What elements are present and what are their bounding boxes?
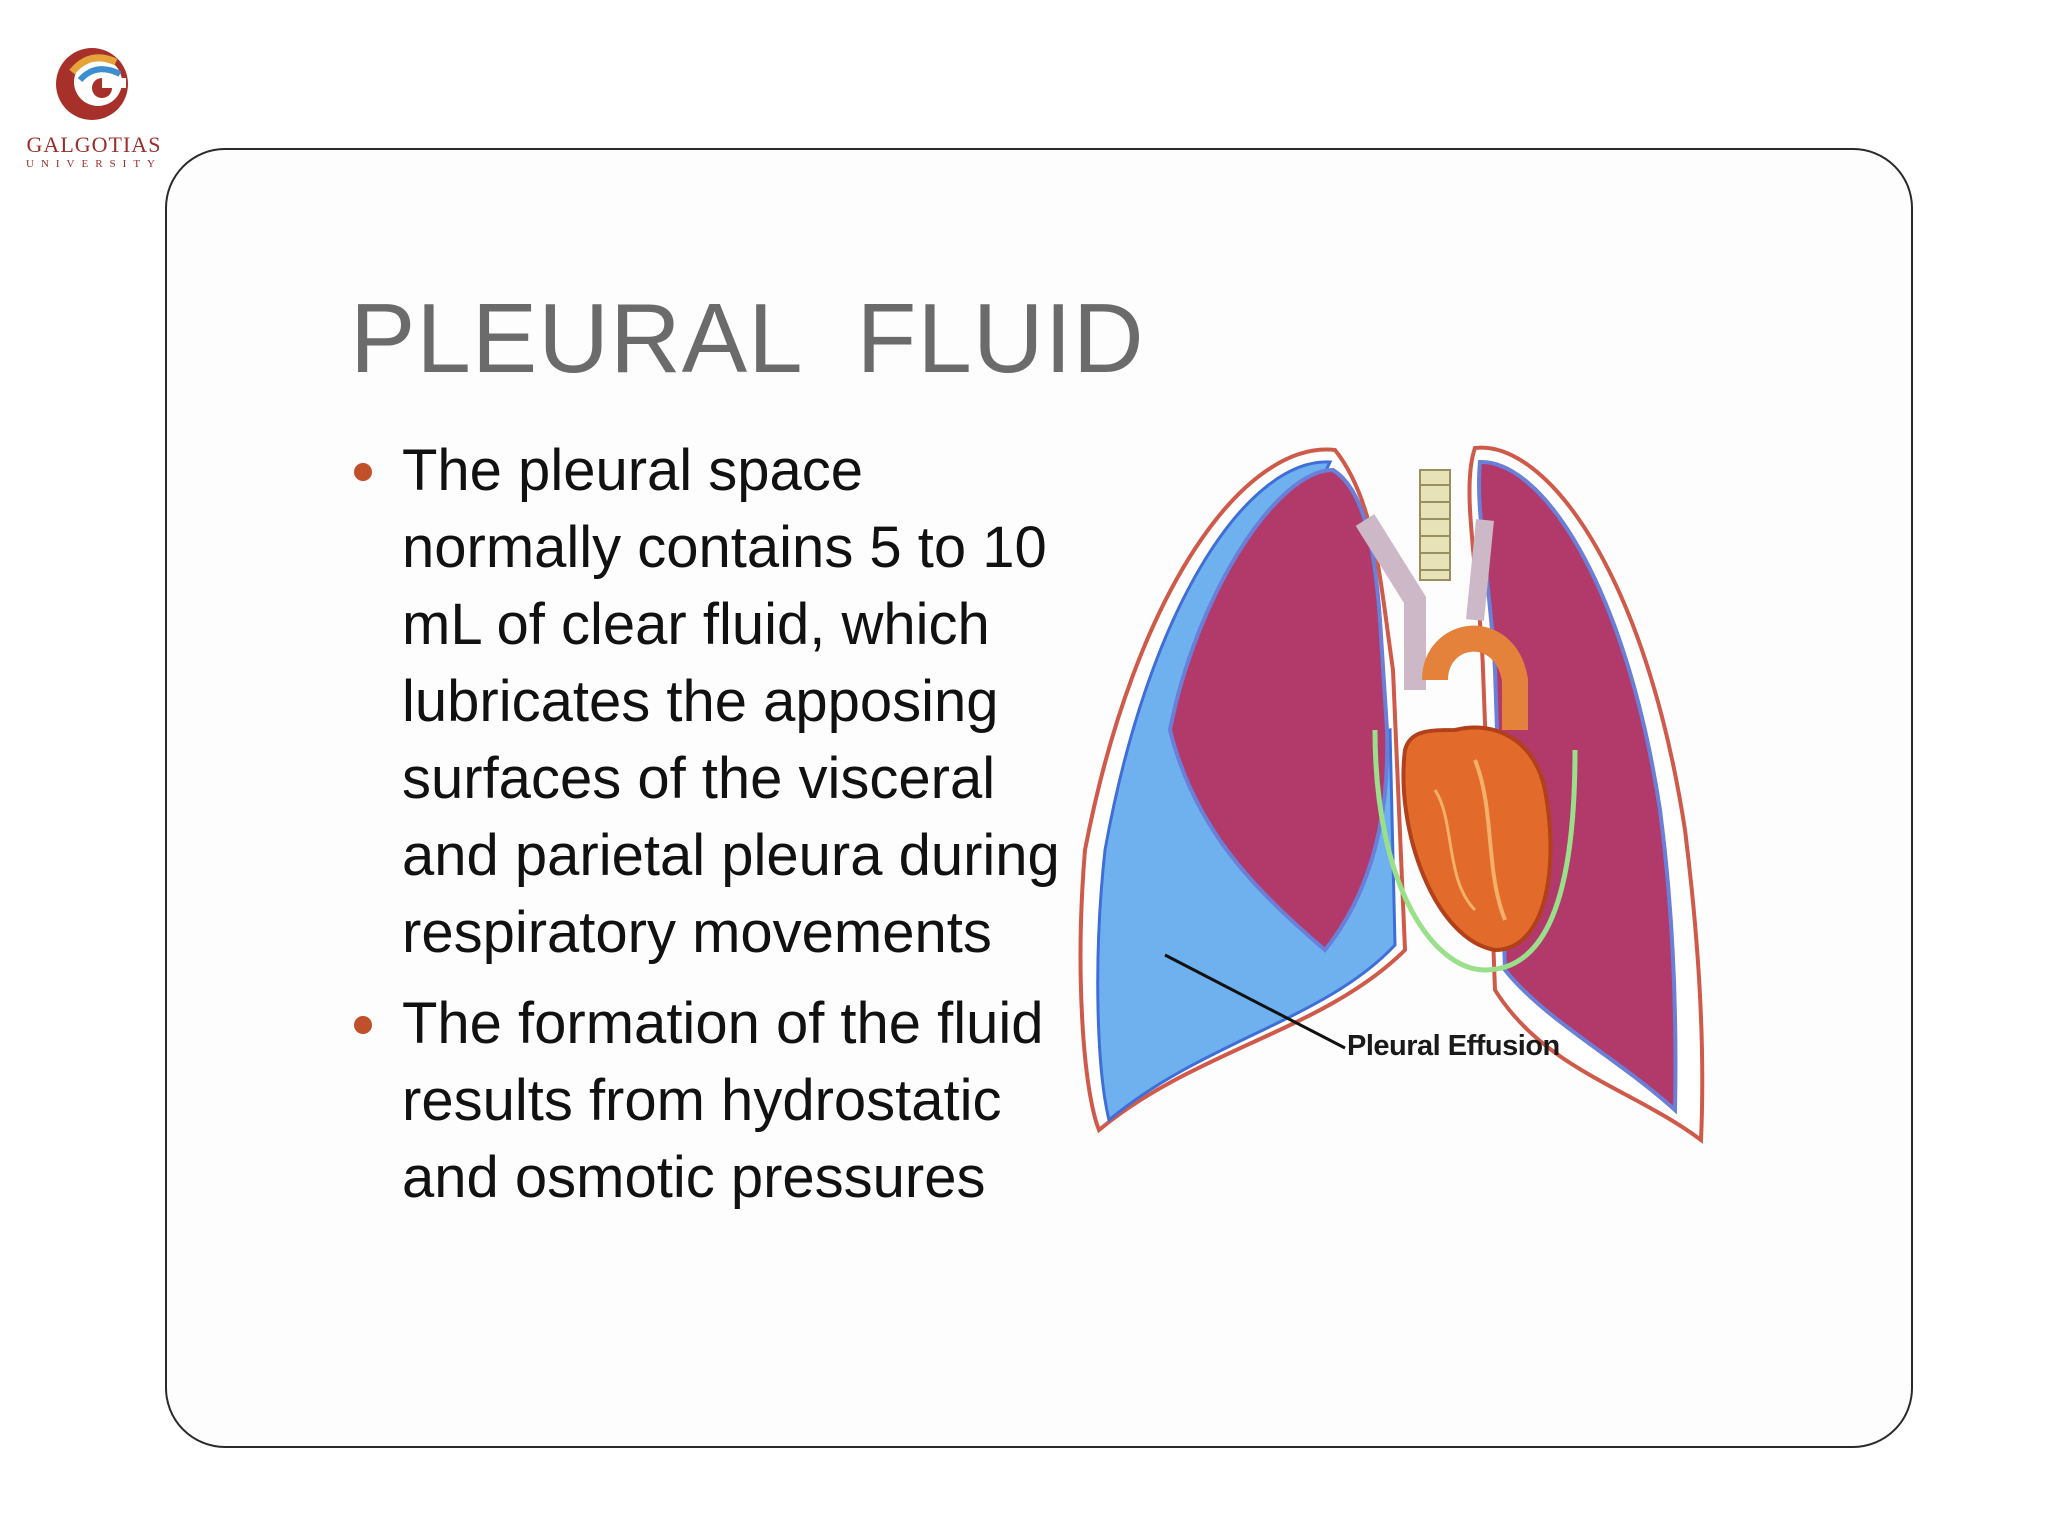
galgotias-logo-icon xyxy=(56,48,128,120)
bullet-item: The formation of the fluid results from … xyxy=(350,985,1070,1216)
bullet-text: The formation of the fluid results from … xyxy=(402,991,1044,1210)
slide-title: PLEURAL FLUID xyxy=(350,283,1145,393)
bullet-text: The pleural space normally contains 5 to… xyxy=(402,438,1060,965)
bullet-dot-icon xyxy=(354,1016,372,1034)
bullet-dot-icon xyxy=(354,463,372,481)
lungs-heart-icon xyxy=(1078,445,1705,1144)
bullet-item: The pleural space normally contains 5 to… xyxy=(350,432,1070,971)
bullet-list: The pleural space normally contains 5 to… xyxy=(350,432,1070,1230)
pleural-effusion-illustration: Pleural Effusion xyxy=(1075,430,1735,1150)
logo-name: GALGOTIAS xyxy=(26,132,162,157)
logo-subtitle: UNIVERSITY xyxy=(26,158,162,170)
figure-label: Pleural Effusion xyxy=(1347,1030,1560,1062)
university-logo: GALGOTIAS UNIVERSITY xyxy=(14,42,164,182)
